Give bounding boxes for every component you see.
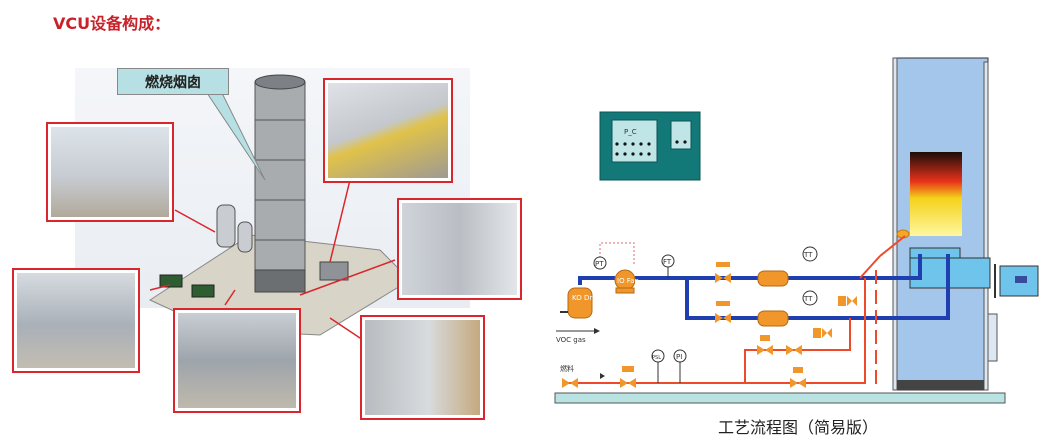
svg-text:TT: TT — [803, 251, 813, 259]
instrument-tt-2: TT — [802, 290, 818, 306]
control-cabinet-photo — [360, 315, 485, 420]
svg-text:IO Fan: IO Fan — [617, 277, 639, 285]
instrument-ft: FT — [661, 254, 675, 278]
svg-text:PT: PT — [595, 260, 604, 268]
gas-lines — [578, 254, 950, 320]
burner-photo — [397, 198, 522, 300]
flame-arrester-2 — [757, 310, 789, 327]
svg-text:KO Drum: KO Drum — [572, 294, 604, 302]
page-title: VCU设备构成： — [53, 14, 171, 33]
instrument-psl: PSL — [651, 349, 665, 383]
svg-text:TT: TT — [803, 295, 813, 303]
fan-photo — [323, 78, 453, 183]
fuel-lines — [568, 235, 906, 390]
control-valve-2 — [715, 301, 731, 323]
ko-drum: KO Drum — [560, 287, 604, 319]
control-panel-label: P_C — [624, 128, 637, 136]
diagram-caption: 工艺流程图（简易版） — [718, 418, 879, 437]
svg-text:FT: FT — [663, 258, 672, 266]
instrument-pt: PT — [593, 256, 607, 270]
combustion-stack — [892, 57, 1039, 391]
svg-text:PI: PI — [676, 353, 682, 361]
blower-pair-photo — [12, 268, 140, 373]
svg-text:PSL: PSL — [652, 355, 661, 361]
stack-callout-label: 燃烧烟囱 — [117, 68, 229, 95]
voc-gas-label: VOC gas — [556, 336, 586, 344]
blower-motor-icon — [1015, 276, 1027, 283]
io-fan: IO Fan — [614, 269, 639, 294]
base-slab — [554, 392, 1006, 404]
instrument-tt-1: TT — [802, 246, 818, 262]
knockout-drum-photo — [46, 122, 174, 222]
flow-arrow-icon — [600, 373, 605, 379]
instrument-pi: PI — [673, 349, 687, 383]
control-valve-1 — [715, 262, 731, 283]
flame-arrester-1 — [757, 270, 789, 287]
fuel-label: 燃料 — [560, 364, 574, 373]
valve-train-photo — [173, 308, 301, 413]
fuel-valves — [562, 296, 857, 388]
flame-icon — [910, 152, 962, 236]
control-panel: P_C — [599, 111, 701, 181]
